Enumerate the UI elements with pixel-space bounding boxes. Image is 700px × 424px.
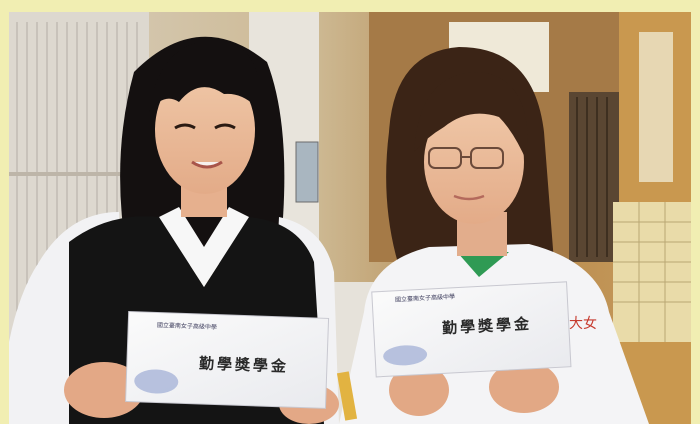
box-stack — [613, 202, 691, 342]
photo-scene: 大女 — [9, 12, 691, 424]
right-window — [639, 32, 673, 182]
envelope-right — [371, 281, 572, 378]
yellow-item — [336, 371, 358, 421]
door-bars — [576, 97, 608, 257]
wall-picture — [295, 141, 319, 203]
uniform-embroidery: 大女 — [569, 315, 597, 332]
photograph: 大女 國立臺南女子高級中學 勤學獎學金 國立臺南女子高級中學 勤學獎學金 — [9, 12, 691, 424]
envelope-left — [125, 310, 330, 409]
envelope-left-label: 勤學獎學金 — [198, 354, 290, 376]
